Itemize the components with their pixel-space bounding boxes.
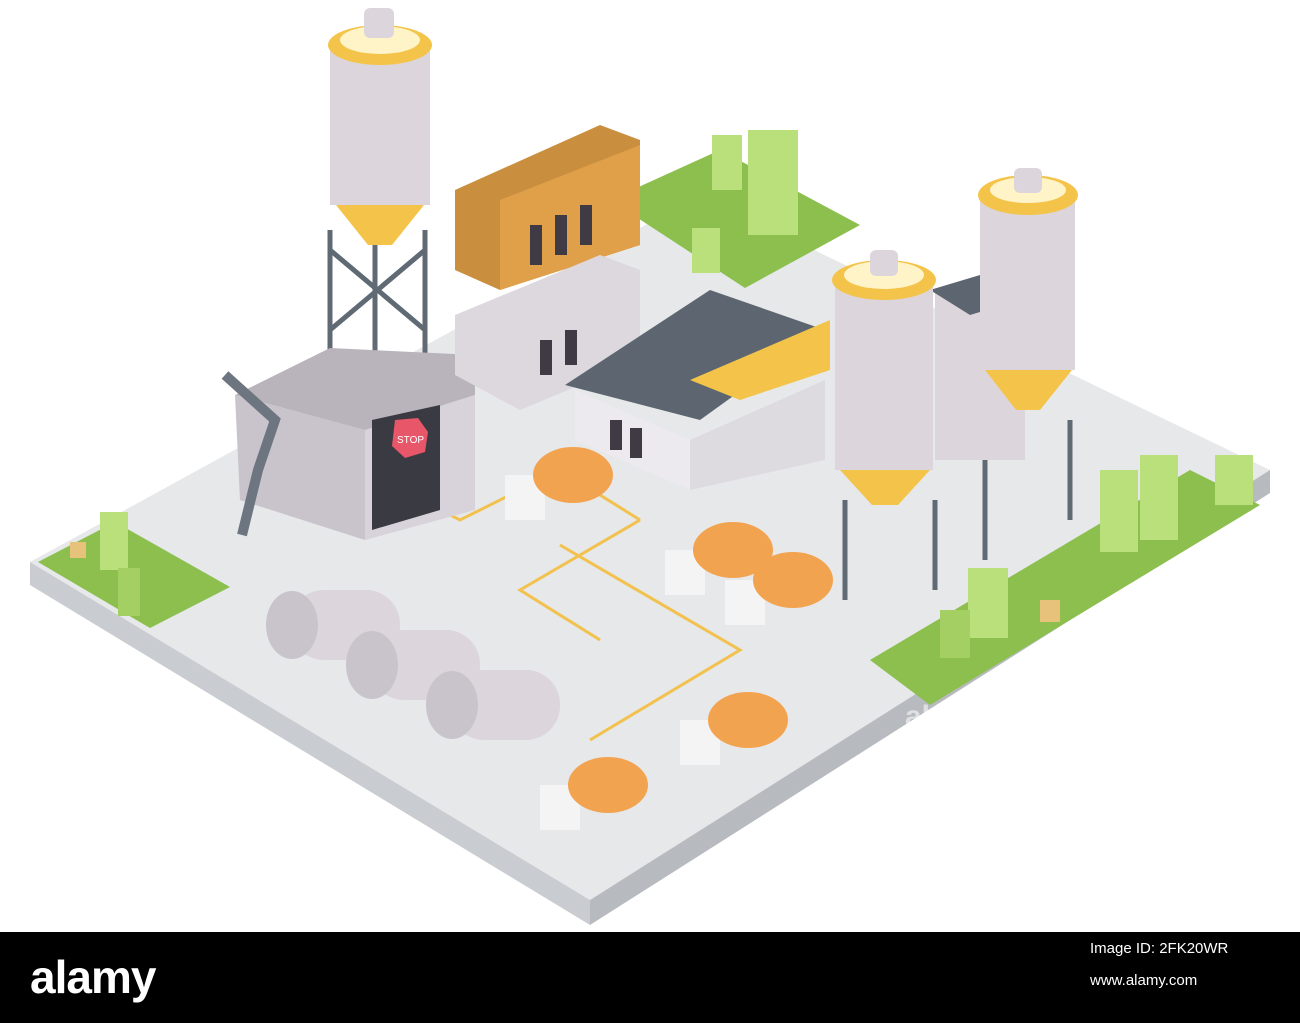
container-building (455, 125, 640, 410)
storage-tanks (266, 590, 560, 740)
mixer-trucks (505, 447, 833, 830)
central-house (565, 290, 830, 490)
image-id: Image ID: 2FK20WR (1090, 940, 1229, 957)
grass-top (610, 150, 860, 288)
site-url: www.alamy.com (1090, 972, 1198, 989)
stop-sign-icon (392, 418, 428, 458)
conveyor (221, 371, 281, 537)
footer-bar: alamy Image ID: 2FK20WR www.alamy.com (0, 932, 1300, 1023)
right-silos (832, 168, 1078, 600)
stop-sign-label: STOP (397, 435, 424, 446)
stop-building: STOP (235, 348, 475, 540)
watermark: alamy (905, 700, 991, 733)
isometric-factory-illustration: STOP (30, 8, 1270, 925)
left-silo (327, 8, 432, 370)
alamy-logo: alamy (30, 951, 156, 1003)
trees (70, 130, 1253, 658)
